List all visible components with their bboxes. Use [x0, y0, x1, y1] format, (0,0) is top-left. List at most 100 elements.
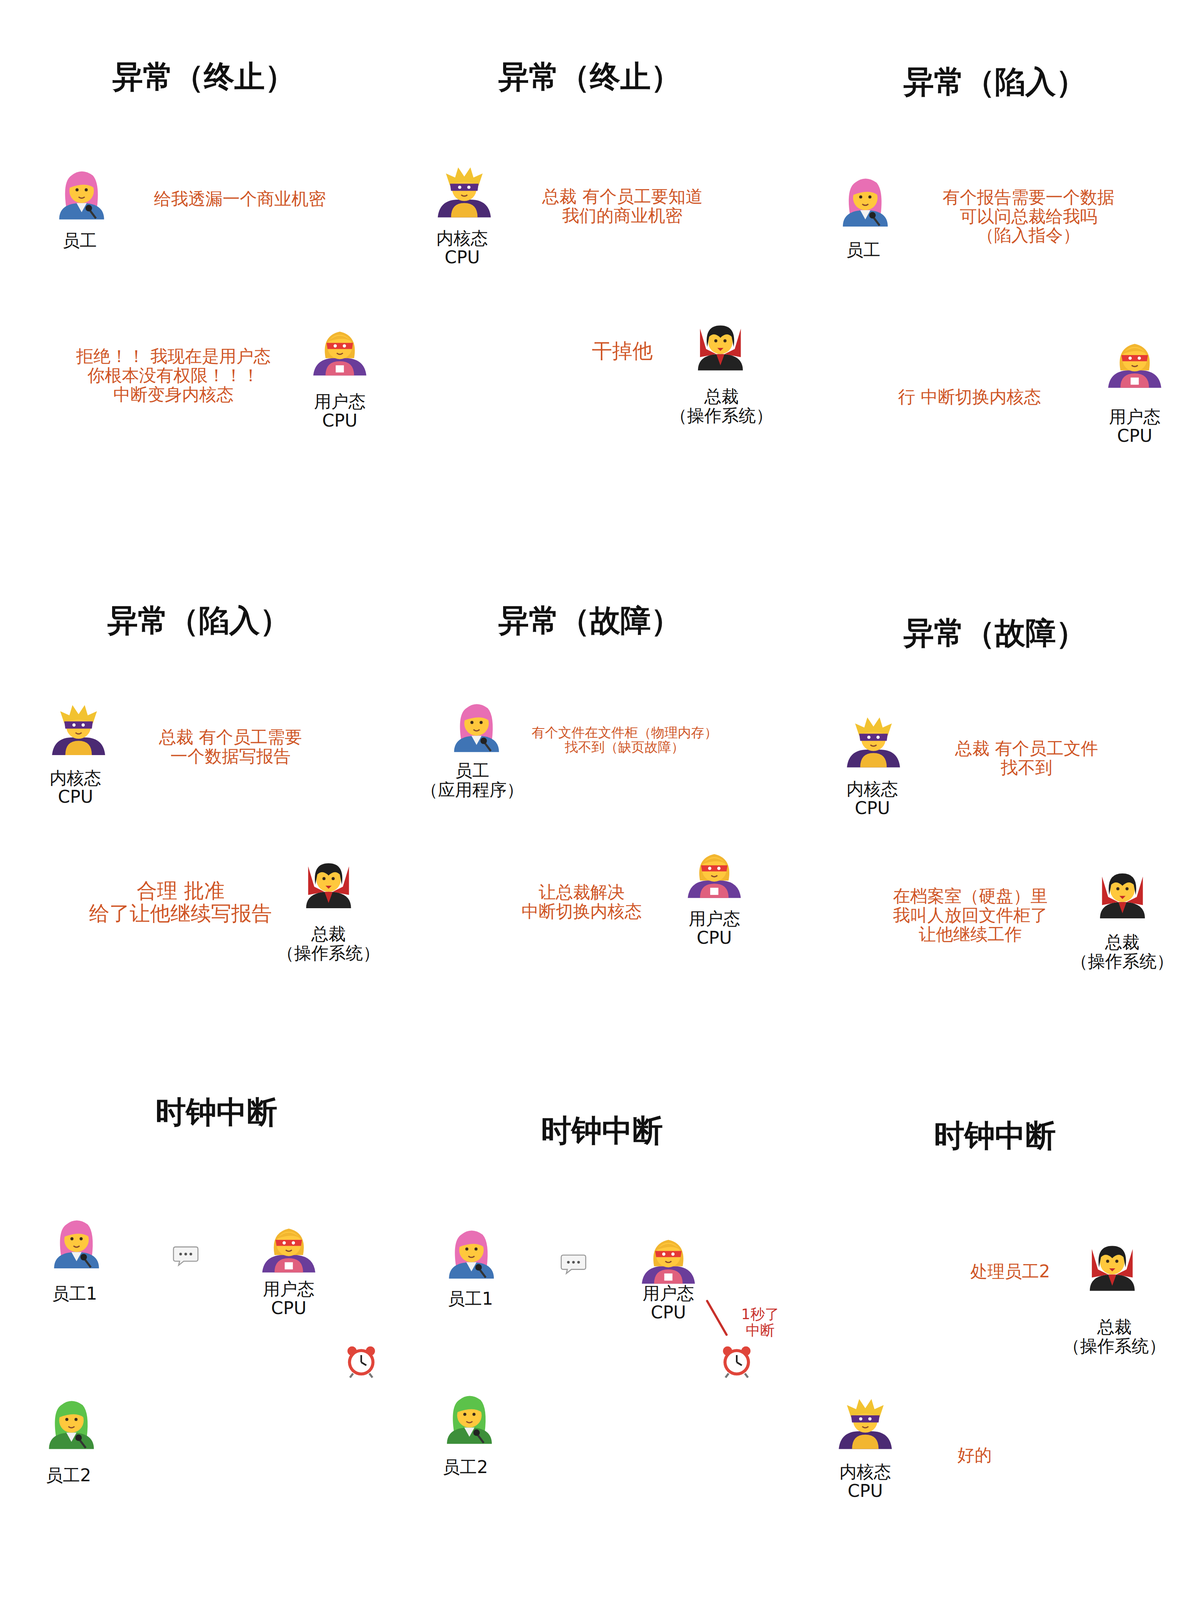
figure-emblem	[710, 887, 719, 895]
figure-mouth	[75, 732, 82, 734]
figure-cape	[838, 1431, 892, 1449]
clock-leg	[369, 1373, 373, 1378]
figure-hair	[1108, 873, 1136, 895]
figure-shirt	[860, 753, 887, 768]
figure-hair	[60, 1220, 93, 1258]
figure-tie	[716, 353, 725, 366]
figure-mask	[851, 1415, 880, 1423]
bubble-dot	[577, 1260, 581, 1264]
figure-emblem	[335, 365, 344, 373]
figure-eye	[465, 1247, 469, 1251]
speech-text: 行 中断切换内核态	[898, 387, 1042, 407]
figure-eye	[74, 1417, 78, 1422]
panel-title: 异常（陷入）	[107, 603, 291, 638]
figure-shirt	[451, 203, 478, 218]
speech-text: 处理员工2	[970, 1261, 1050, 1281]
panel-title: 异常（终止）	[112, 59, 296, 94]
figure-eye	[84, 188, 88, 192]
figure-hair	[454, 1230, 488, 1268]
role-label: 用户态 CPU	[685, 909, 743, 948]
figure-eye	[876, 735, 880, 739]
kernel-cpu-figure	[846, 717, 900, 768]
figure-mic	[869, 212, 876, 219]
figure-shirt	[325, 361, 354, 376]
panel-title: 时钟中断	[155, 1095, 278, 1129]
figure-eye	[859, 195, 863, 199]
kernel-cpu-figure	[51, 705, 106, 756]
role-label: 员工	[835, 240, 892, 260]
figure-eye	[79, 1237, 83, 1241]
clock-rim	[348, 1348, 375, 1376]
employee-figure	[59, 171, 105, 220]
figure-fringe	[464, 710, 490, 721]
clock-face	[351, 1351, 372, 1373]
figure-collar	[471, 735, 482, 745]
speech-text: 有个文件在文件柜（物理内存） 找不到（缺页故障）	[528, 725, 720, 755]
figure-shirt	[700, 883, 729, 899]
role-label: 用户态 CPU	[260, 1280, 318, 1319]
role-label: 总裁 （操作系统）	[1059, 1317, 1170, 1356]
speech-bubble-icon	[173, 1246, 199, 1266]
role-label: 员工2	[442, 1457, 488, 1477]
figure-eye	[479, 721, 483, 725]
figure-shirt	[274, 1258, 304, 1273]
speech-text: 有个报告需要一个数据 可以问总裁给我吗 （陷入指令）	[939, 187, 1118, 246]
figure-mouth	[717, 348, 724, 352]
figure-mic	[75, 1434, 83, 1442]
figure-eye	[331, 876, 335, 881]
figure-eye	[342, 344, 346, 348]
figure-eye	[291, 1241, 295, 1245]
figure-body	[448, 1262, 494, 1279]
figure-mic	[80, 1253, 88, 1261]
figure-shirt	[653, 1269, 683, 1284]
figure-cape	[641, 1266, 695, 1284]
speech-text: 合理 批准 给了让他继续写报告	[85, 879, 276, 925]
figure-mouth	[1109, 1268, 1116, 1272]
figure-mouth	[862, 1426, 869, 1428]
figure-mouth	[285, 1250, 292, 1252]
figure-body	[59, 203, 105, 220]
figure-hair	[460, 703, 493, 741]
figure-cape	[687, 880, 742, 899]
figure-mouth	[73, 1246, 80, 1248]
role-label: 员工1	[447, 1289, 493, 1309]
speech-text: 拒绝！！ 我现在是用户态 你根本没有权限！！！ 中断变身内核态	[61, 346, 286, 405]
figure-emblem	[1130, 377, 1139, 385]
figure-eye	[1115, 1259, 1119, 1263]
interrupt-note: 1秒了 中断	[737, 1306, 783, 1338]
clock-hands	[361, 1355, 367, 1366]
clock-hands	[736, 1355, 742, 1366]
figure-eye	[322, 876, 326, 881]
role-label: 总裁 （操作系统）	[273, 924, 384, 963]
figure-mouth	[325, 885, 332, 889]
role-label: 员工	[51, 231, 108, 251]
figure-collar	[71, 1251, 82, 1262]
figure-eye	[472, 1412, 476, 1417]
figure-emblem	[664, 1273, 673, 1281]
figure-eye	[282, 1241, 286, 1245]
figure-mask	[450, 183, 479, 191]
kernel-cpu-figure	[437, 167, 492, 218]
figure-mouth	[466, 1421, 473, 1423]
figure-eye	[671, 1252, 675, 1256]
panel-title: 时钟中断	[933, 1118, 1056, 1153]
figure-shirt	[65, 740, 92, 756]
speech-text: 给我透漏一个商业机密	[153, 189, 326, 209]
panel-title: 异常（故障）	[498, 603, 682, 638]
speech-text: 在档案室（硬盘）里 我叫人放回文件柜了 让他继续工作	[889, 886, 1052, 945]
figure-fringe	[59, 1407, 84, 1418]
figure-body	[48, 1432, 94, 1450]
speech-text: 总裁 有个员工文件 找不到	[951, 739, 1102, 778]
clock-leg	[725, 1373, 729, 1378]
figure-eye	[1128, 356, 1132, 360]
employee-figure	[453, 703, 499, 752]
panel-title: 异常（陷入）	[903, 64, 1087, 99]
figure-body	[446, 1427, 492, 1445]
figure-eye	[458, 185, 462, 189]
role-label: 总裁 （操作系统）	[1067, 932, 1178, 972]
figure-fringe	[457, 1401, 482, 1413]
figure-body	[53, 1251, 99, 1269]
figure-mouth	[68, 1426, 75, 1428]
figure-collar	[860, 210, 871, 220]
figure-body	[306, 891, 352, 909]
